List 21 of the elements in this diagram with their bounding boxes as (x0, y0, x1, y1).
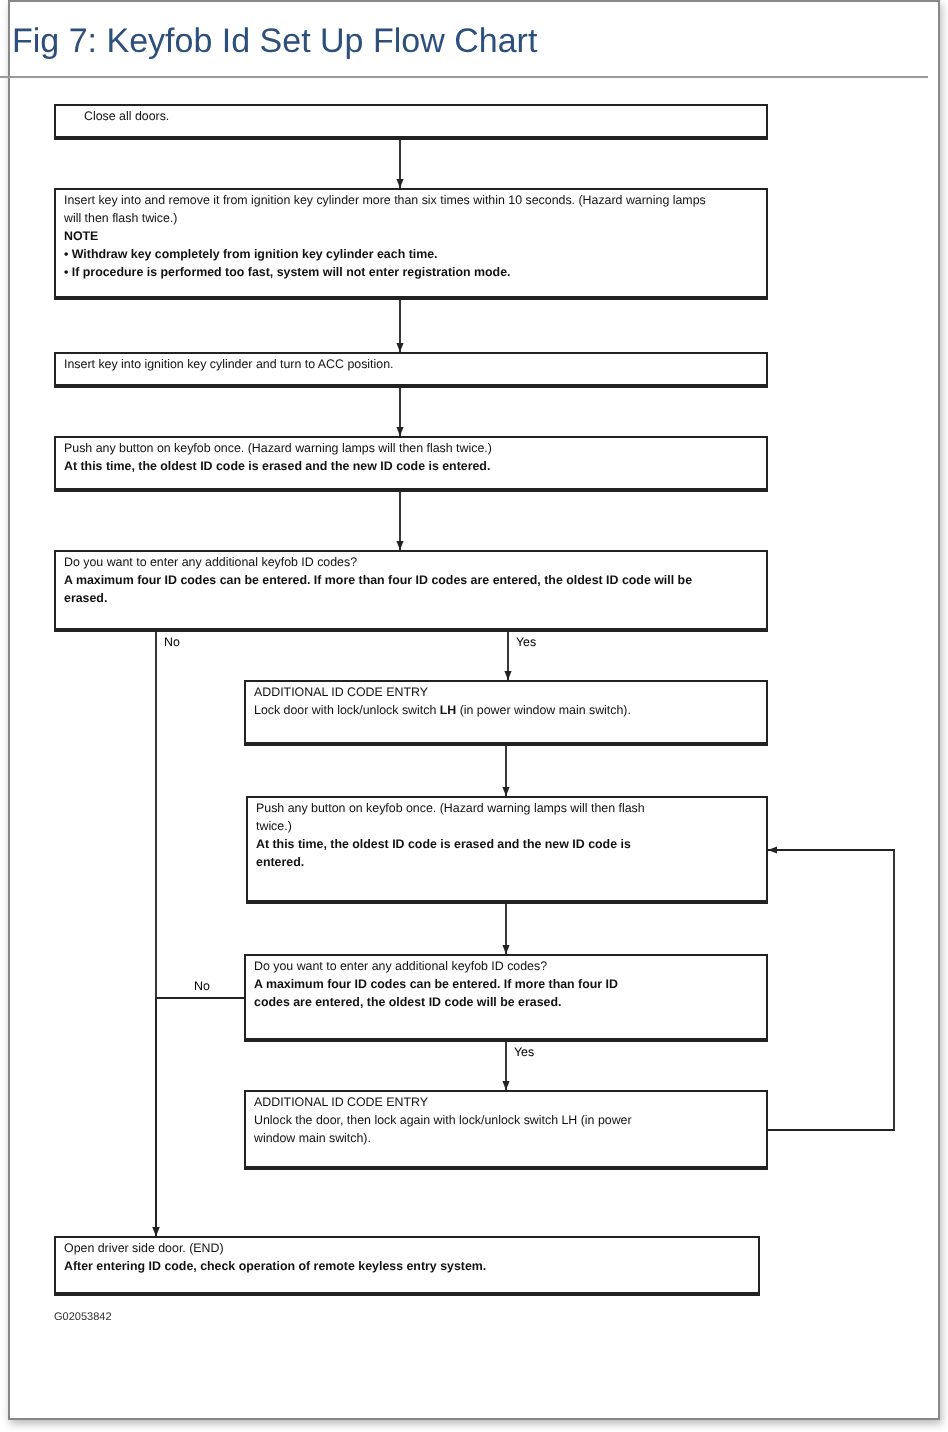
arrow (396, 387, 404, 437)
process-box (54, 104, 768, 140)
arrow (504, 631, 512, 681)
decision-box (54, 550, 768, 632)
arrow (396, 299, 404, 353)
arrow (767, 846, 895, 1131)
figure-title: Fig 7: Keyfob Id Set Up Flow Chart (12, 22, 538, 62)
process-box (54, 1236, 760, 1296)
process-box (54, 352, 768, 388)
process-box (54, 436, 768, 492)
arrow (502, 903, 510, 955)
process-box (246, 796, 768, 904)
process-box (244, 1090, 768, 1170)
arrow (152, 997, 245, 1237)
decision-box (244, 954, 768, 1042)
arrow (502, 745, 510, 797)
process-box (244, 680, 768, 746)
arrow (502, 1041, 510, 1091)
process-box (54, 188, 768, 300)
arrow (396, 139, 404, 189)
arrow (396, 491, 404, 551)
